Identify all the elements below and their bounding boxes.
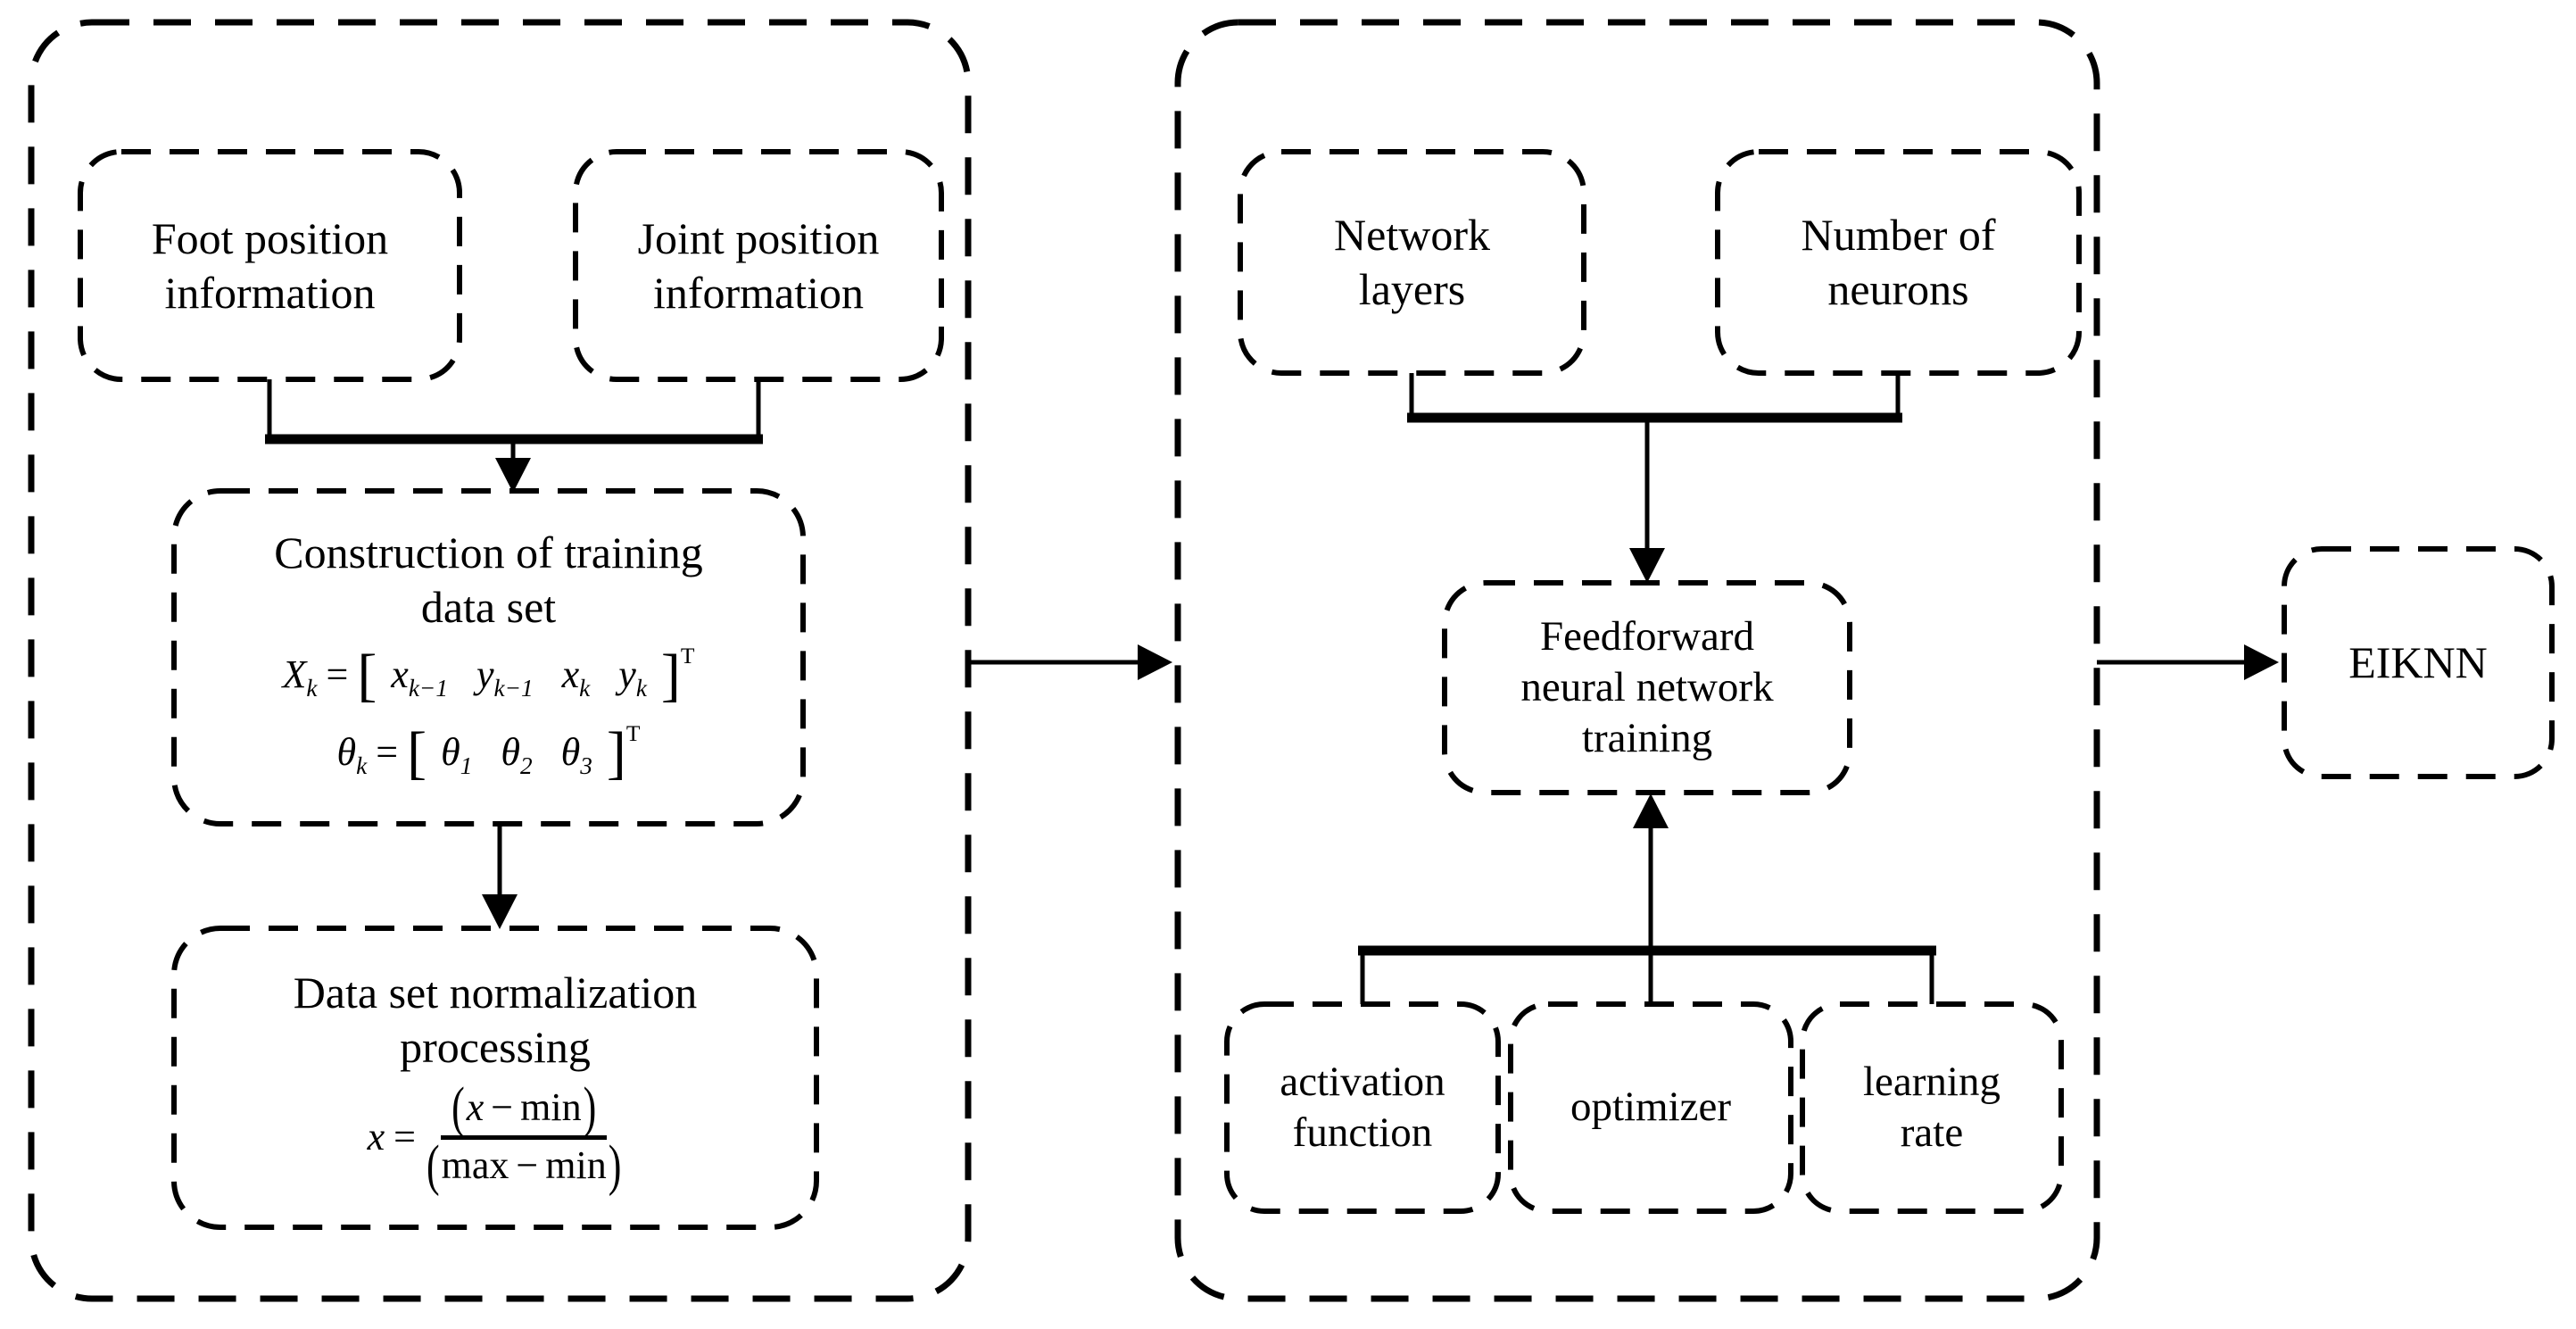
- learning-rate-line1: learning: [1863, 1058, 2000, 1105]
- joint-position-line2: information: [652, 267, 865, 318]
- norm-denominator: (max−min): [427, 1133, 622, 1197]
- normalization-box: Data set normalization processing x = (x…: [174, 928, 816, 1227]
- network-layers-line1: Network: [1334, 210, 1490, 260]
- construction-title-line2: data set: [420, 581, 557, 632]
- norm-lhs: x: [367, 1114, 385, 1159]
- right-to-eiknn-arrowhead: [2244, 644, 2279, 680]
- xk-equals: =: [326, 652, 349, 697]
- foot-position-line1: Foot position: [151, 212, 389, 263]
- number-of-neurons-box: Number of neurons: [1718, 152, 2079, 373]
- network-layers-box: Network layers: [1240, 152, 1584, 373]
- network-layers-line2: layers: [1358, 264, 1466, 314]
- eiknn-label: EIKNN: [2348, 637, 2488, 687]
- theta-lhs-sub: k: [356, 752, 368, 779]
- theta-term-2: θ2: [501, 729, 533, 779]
- xk-term-4: yk: [618, 652, 647, 702]
- xk-term-1: xk−1: [391, 652, 448, 702]
- activation-function-box: activation function: [1227, 1004, 1498, 1211]
- xk-open-bracket: [: [357, 642, 377, 708]
- foot-position-box-border: [78, 149, 462, 382]
- activation-line2: function: [1292, 1109, 1433, 1156]
- number-of-neurons-line1: Number of: [1801, 210, 1996, 260]
- normalization-title-line1: Data set normalization: [293, 968, 698, 1018]
- xk-transpose: T: [680, 643, 695, 669]
- activation-line1: activation: [1280, 1058, 1445, 1105]
- formula-theta: θk =[ θ1 θ2 θ3]T: [337, 718, 641, 790]
- xk-close-bracket: ]: [660, 642, 681, 708]
- theta-term-3: θ3: [560, 729, 592, 779]
- number-of-neurons-line2: neurons: [1827, 264, 1969, 314]
- theta-transpose: T: [625, 719, 641, 746]
- xk-lhs-sub: k: [306, 674, 318, 702]
- feedforward-line3: training: [1581, 715, 1713, 762]
- construction-box-border: [171, 488, 806, 826]
- left-merge-arrowhead: [495, 458, 531, 493]
- construction-to-normalization-arrowhead: [482, 894, 518, 929]
- xk-term-3: xk: [561, 652, 591, 702]
- joint-position-line1: Joint position: [637, 212, 880, 263]
- theta-open-bracket: [: [407, 719, 427, 785]
- theta-lhs: θ: [336, 729, 357, 774]
- xk-lhs: X: [282, 652, 307, 697]
- construction-box: Construction of training data set Xk=[xk…: [174, 491, 803, 824]
- norm-fraction: (x−min) (max−min): [425, 1076, 623, 1197]
- learning-rate-box: learning rate: [1802, 1004, 2061, 1211]
- eiknn-box: EIKNN: [2284, 549, 2552, 777]
- feedforward-training-box: Feedforward neural network training: [1445, 583, 1850, 793]
- network-layers-box-border: [1238, 149, 1586, 376]
- optimizer-box: optimizer: [1511, 1004, 1791, 1211]
- theta-equals: =: [376, 729, 399, 774]
- xk-term-2: yk−1: [476, 652, 534, 702]
- norm-equals: =: [393, 1114, 416, 1159]
- feedforward-line2: neural network: [1520, 663, 1774, 710]
- left-to-right-arrowhead: [1138, 644, 1172, 680]
- network-training-container-border: [1174, 19, 2100, 1302]
- joint-position-box: Joint position information: [576, 152, 941, 379]
- learning-rate-box-border: [1800, 1001, 2064, 1214]
- learning-rate-line2: rate: [1900, 1109, 1964, 1156]
- theta-close-bracket: ]: [606, 719, 626, 785]
- feedforward-line1: Feedforward: [1539, 612, 1755, 660]
- right-merge-arrowhead: [1629, 548, 1665, 583]
- construction-title-line1: Construction of training: [274, 527, 703, 577]
- bottom-up-arrowhead: [1633, 793, 1669, 828]
- normalization-box-border: [171, 926, 819, 1230]
- eiknn-box-border: [2282, 546, 2555, 779]
- norm-numerator: (x−min): [441, 1076, 608, 1140]
- optimizer-line1: optimizer: [1570, 1084, 1732, 1131]
- normalization-title-line2: processing: [400, 1022, 591, 1073]
- theta-term-1: θ1: [441, 729, 473, 779]
- foot-position-box: Foot position information: [80, 152, 460, 379]
- foot-position-line2: information: [164, 267, 376, 318]
- formula-normalization: x = (x−min) (max−min): [367, 1076, 624, 1197]
